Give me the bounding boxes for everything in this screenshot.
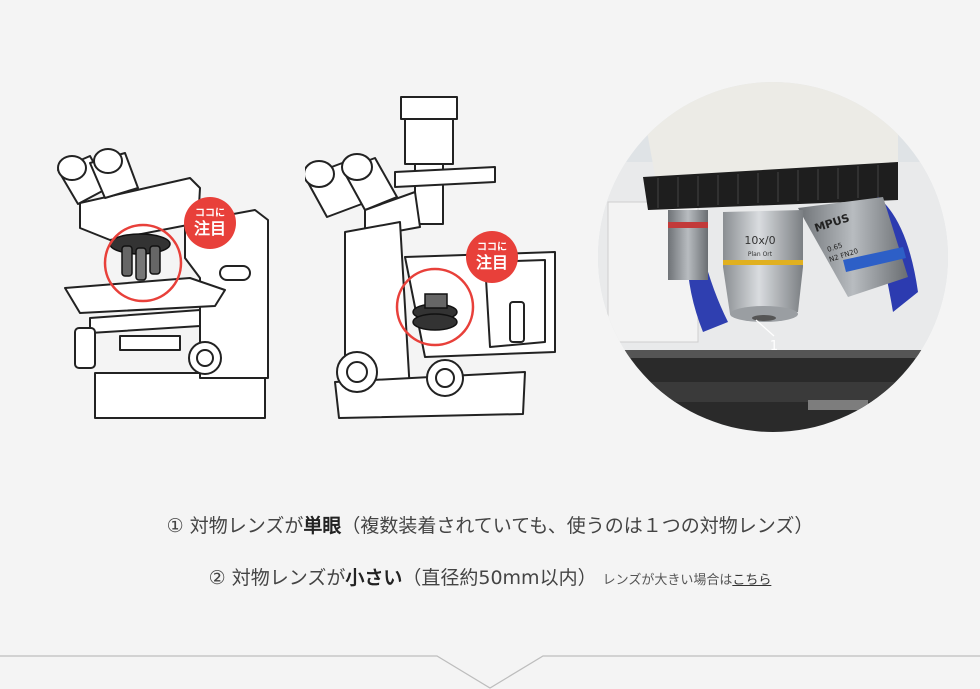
- note-text: 対物レンズが: [225, 567, 346, 589]
- svg-text:10x/0: 10x/0: [744, 234, 775, 247]
- note-small-text: レンズが大きい場合はこちら: [603, 573, 772, 588]
- note-number: ②: [208, 567, 226, 589]
- inverted-microscope-illustration: ココに 注目: [305, 96, 556, 419]
- note-line-1: ① 対物レンズが単眼（複数装着されていても、使うのは１つの対物レンズ）: [0, 511, 980, 538]
- attention-badge: ココに 注目: [184, 197, 236, 249]
- note-text: （直径約50mm以内）: [402, 567, 597, 589]
- svg-text:ココに: ココに: [195, 207, 225, 219]
- note-text: （複数装着されていても、使うのは１つの対物レンズ）: [341, 515, 814, 537]
- attention-badge: ココに 注目: [466, 231, 518, 283]
- note-emphasis: 単眼: [303, 515, 342, 537]
- large-lens-link[interactable]: こちら: [732, 573, 772, 588]
- svg-text:注目: 注目: [194, 219, 226, 238]
- upright-microscope-illustration: ココに 注目: [57, 148, 269, 419]
- svg-text:ココに: ココに: [477, 241, 507, 253]
- small-text-label: レンズが大きい場合は: [602, 573, 733, 588]
- svg-text:Plan Ort: Plan Ort: [748, 251, 773, 258]
- callout-number: 1: [770, 339, 778, 354]
- note-emphasis: 小さい: [345, 567, 403, 589]
- note-number: ①: [166, 515, 184, 537]
- focus-circle: [395, 267, 475, 347]
- note-text: 対物レンズが: [183, 515, 304, 537]
- focus-circle: [103, 223, 183, 303]
- objective-lens-photo: MPUS 0.65 N2 FN20 10x/0 Plan Ort 1: [598, 82, 948, 432]
- svg-text:注目: 注目: [476, 253, 508, 272]
- section-divider-arrow: [0, 655, 980, 689]
- note-line-2: ② 対物レンズが小さい（直径約50mm以内） レンズが大きい場合はこちら: [0, 563, 980, 590]
